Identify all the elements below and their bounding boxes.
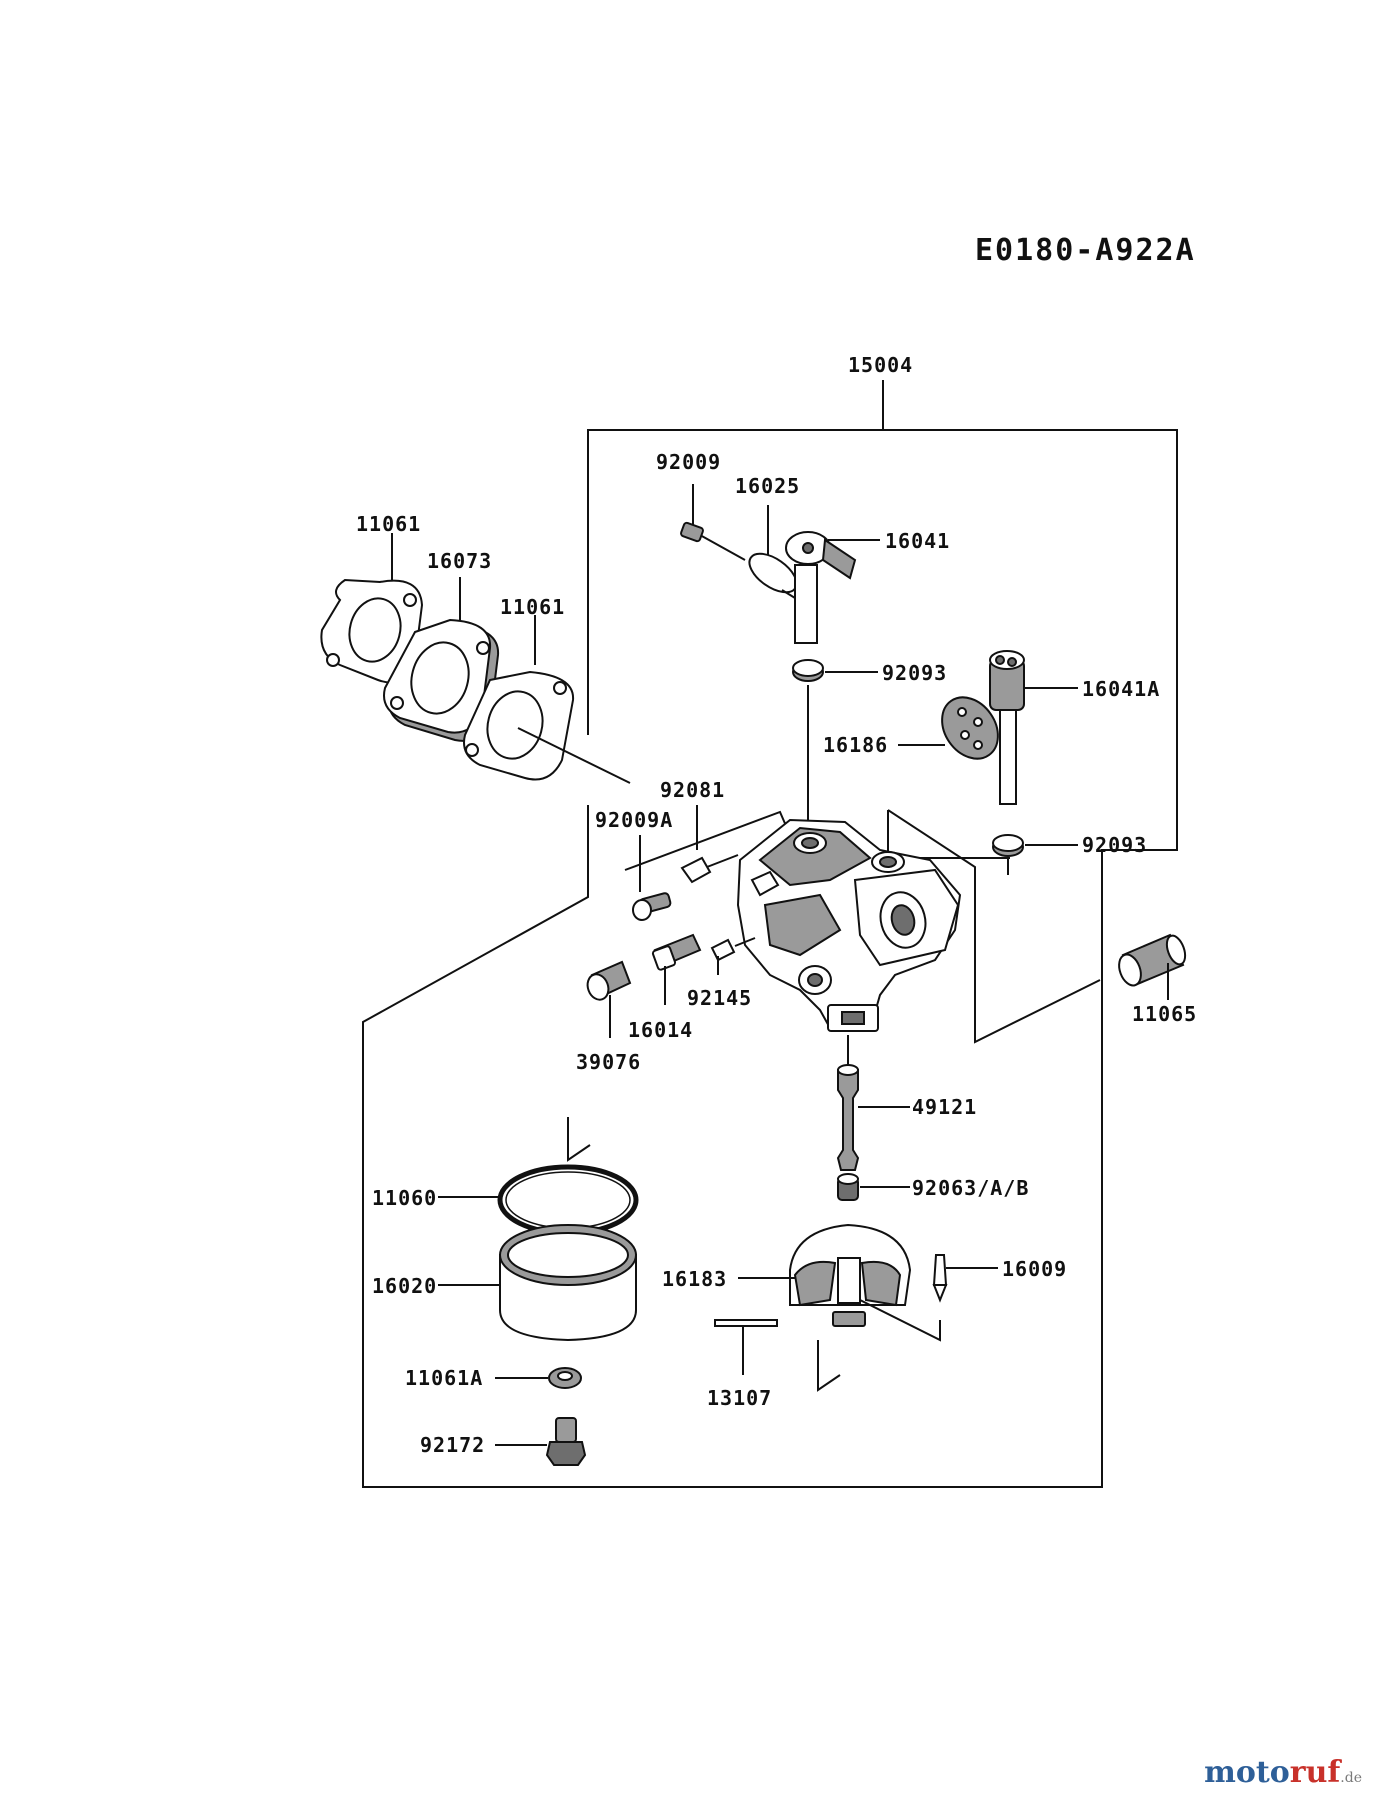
label-11061-right: 11061: [500, 595, 565, 619]
label-16020: 16020: [372, 1274, 437, 1298]
cap-39076: [586, 960, 632, 1038]
label-92093-upper: 92093: [882, 661, 947, 685]
label-92172: 92172: [420, 1433, 485, 1457]
label-49121: 49121: [912, 1095, 977, 1119]
washer-11061A: [495, 1367, 582, 1389]
label-16041: 16041: [885, 529, 950, 553]
label-92009A: 92009A: [595, 808, 673, 832]
label-16186: 16186: [823, 733, 888, 757]
throttle-shaft-16041: [785, 531, 880, 644]
spring-92145: [710, 937, 756, 975]
screw-92009: [680, 484, 746, 561]
label-16183: 16183: [662, 1267, 727, 1291]
spring-92081: [680, 805, 739, 884]
label-16041A: 16041A: [1082, 677, 1160, 701]
label-15004: 15004: [848, 353, 913, 377]
pilot-screw-16014: [651, 933, 702, 1005]
carburetor-body: [624, 809, 1101, 1044]
diagram-code: E0180-A922A: [975, 233, 1196, 268]
label-11065: 11065: [1132, 1002, 1197, 1026]
label-16025: 16025: [735, 474, 800, 498]
label-11061A: 11061A: [405, 1366, 483, 1390]
gasket-11061-right: [463, 615, 631, 784]
label-92009: 92009: [656, 450, 721, 474]
label-92093-lower: 92093: [1082, 833, 1147, 857]
o-ring-11060: [438, 1117, 639, 1236]
float-needle-16009: [932, 1254, 998, 1303]
watermark-logo: motoruf.de: [1204, 1755, 1362, 1790]
pipe-11065: [1118, 933, 1187, 1000]
gasket-11061-left: [320, 533, 424, 684]
label-11060: 11060: [372, 1186, 437, 1210]
choke-plate-16186: [898, 696, 999, 760]
float-bowl-16020: [438, 1224, 637, 1342]
label-16014: 16014: [628, 1018, 693, 1042]
label-16073: 16073: [427, 549, 492, 573]
label-11061-left: 11061: [356, 512, 421, 536]
drain-bolt-92172: [495, 1417, 587, 1466]
screw-92009A: [632, 835, 672, 921]
washer-92093-lower: [992, 834, 1078, 875]
label-13107: 13107: [707, 1386, 772, 1410]
label-92145: 92145: [687, 986, 752, 1010]
emulsion-tube-49121: [836, 1035, 910, 1171]
label-92081: 92081: [660, 778, 725, 802]
label-16009: 16009: [1002, 1257, 1067, 1281]
assembly-boundary: [362, 380, 1178, 1488]
insulator-16073: [383, 577, 500, 742]
washer-92093-upper: [792, 659, 878, 830]
float-16183: [738, 1223, 941, 1342]
main-jet-92063: [837, 1173, 910, 1201]
label-92063: 92063/A/B: [912, 1176, 1029, 1200]
choke-shaft-16041A: [989, 650, 1078, 805]
label-39076: 39076: [576, 1050, 641, 1074]
float-pin-13107: [714, 1319, 841, 1392]
